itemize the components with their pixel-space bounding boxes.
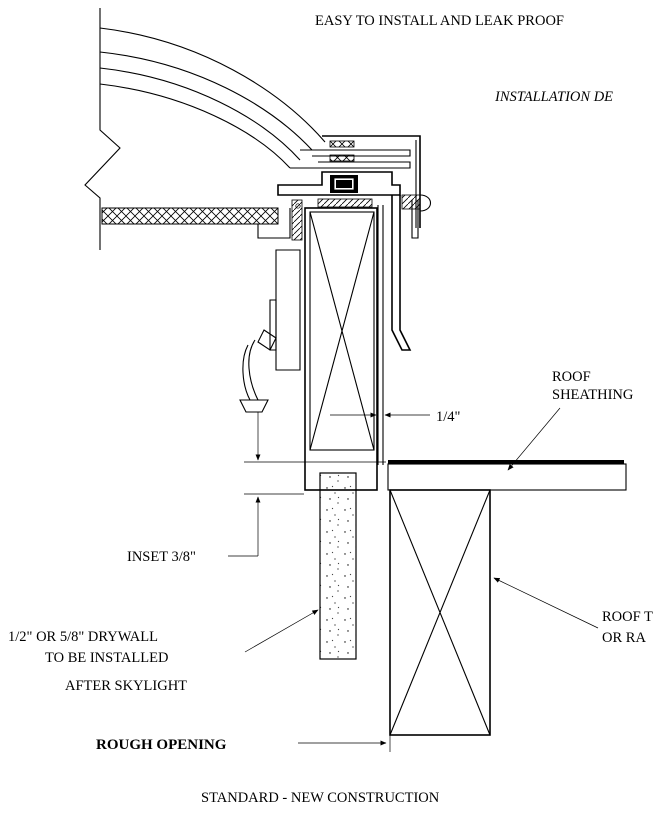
dimension-inset: INSET 3/8" [127, 412, 386, 565]
header-title: EASY TO INSTALL AND LEAK PROOF [315, 13, 564, 29]
dome-flange [290, 140, 411, 169]
label-roof-sheathing-2: SHEATHING [552, 387, 634, 403]
footer-caption: STANDARD - NEW CONSTRUCTION [201, 790, 440, 806]
label-roof-sheathing-1: ROOF [552, 369, 591, 385]
roof-truss: ROOF T OR RA [389, 489, 653, 736]
curb-extrusion [277, 171, 401, 208]
retaining-frame [322, 135, 432, 239]
existing-wall-breakline [84, 8, 121, 250]
skylight-dome [99, 27, 326, 169]
label-roof-truss-1: ROOF T [602, 609, 653, 625]
label-roof-truss-2: OR RA [602, 630, 646, 646]
interior-trim [239, 199, 303, 413]
curb-wall [377, 195, 412, 465]
dimension-quarter-inch: 1/4" [330, 409, 461, 425]
label-quarter-inch: 1/4" [436, 409, 461, 425]
label-drywall-2: TO BE INSTALLED [45, 650, 168, 666]
label-drywall-1: 1/2" OR 5/8" DRYWALL [8, 629, 158, 645]
ceiling-insulation [101, 207, 291, 239]
wood-curb [304, 207, 378, 491]
label-rough-opening: ROUGH OPENING [96, 737, 227, 753]
rough-opening: ROUGH OPENING [96, 735, 391, 753]
header-subtitle: INSTALLATION DE [494, 89, 613, 105]
label-drywall-3: AFTER SKYLIGHT [65, 678, 187, 694]
roof-sheathing: ROOF SHEATHING [387, 369, 634, 491]
drywall: 1/2" OR 5/8" DRYWALL TO BE INSTALLED AFT… [8, 472, 357, 694]
label-inset: INSET 3/8" [127, 549, 196, 565]
